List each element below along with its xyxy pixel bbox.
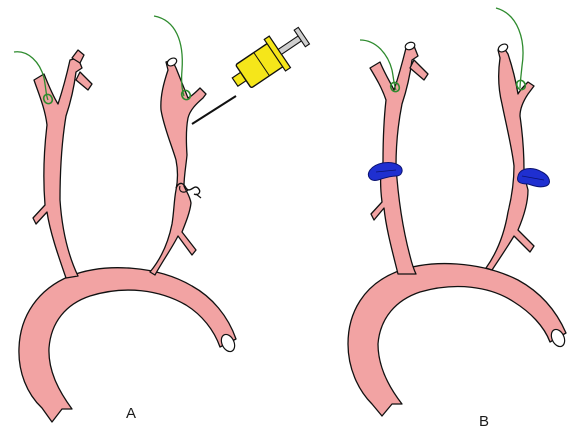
syringe-icon <box>192 20 315 124</box>
aortic-arch-a <box>19 268 236 422</box>
panel-a: A <box>14 16 315 422</box>
aortic-arch-b <box>348 264 566 416</box>
panel-b-label: B <box>479 413 489 430</box>
left-carotid-a-side-branch <box>76 72 92 90</box>
left-carotid-a <box>33 58 82 278</box>
left-carotid-b-side-branch <box>410 60 428 80</box>
panel-a-label: A <box>126 405 136 422</box>
right-carotid-b <box>486 48 534 270</box>
right-carotid-a <box>150 60 206 275</box>
panel-b: B <box>348 8 567 430</box>
